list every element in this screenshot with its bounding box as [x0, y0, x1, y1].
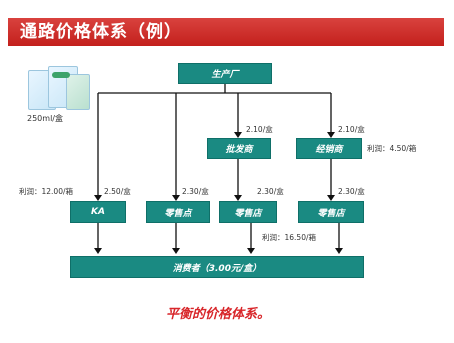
page-title: 通路价格体系（例）	[8, 18, 444, 46]
profit-retail: 利润：16.50/箱	[262, 233, 316, 242]
price-retail-store-2: 2.30/盒	[338, 187, 365, 196]
price-retail-point: 2.30/盒	[182, 187, 209, 196]
wholesaler-node: 批发商	[207, 138, 271, 159]
price-ka: 2.50/盒	[104, 187, 131, 196]
profit-ka: 利润：12.00/箱	[19, 187, 73, 196]
price-wholesaler: 2.10/盒	[246, 125, 273, 134]
retail-store-node-2: 零售店	[298, 201, 364, 223]
distributor-node: 经销商	[296, 138, 362, 159]
profit-distributor: 利润：4.50/箱	[367, 144, 417, 153]
ka-node: KA	[70, 201, 126, 223]
retail-store-node-1: 零售店	[219, 201, 277, 223]
retail-point-node: 零售点	[146, 201, 210, 223]
factory-node: 生产厂	[178, 63, 272, 84]
price-retail-store-1: 2.30/盒	[257, 187, 284, 196]
consumer-node: 消费者（3.00元/盒）	[70, 256, 364, 278]
caption: 平衡的价格体系。	[166, 307, 271, 322]
product-label: 250ml/盒	[27, 114, 63, 123]
price-distributor: 2.10/盒	[338, 125, 365, 134]
product-image	[26, 64, 90, 110]
